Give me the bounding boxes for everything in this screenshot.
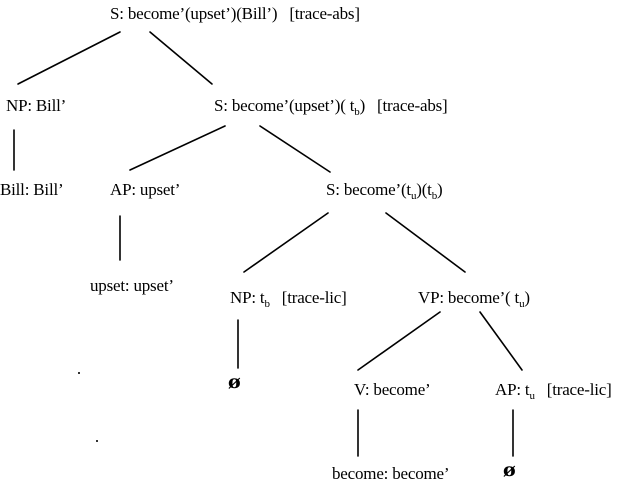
node-vp-close: ) (524, 288, 530, 307)
node-np-trace-tag: [trace-lic] (281, 288, 347, 307)
node-s2-sub-u: u (410, 190, 417, 202)
node-ap-upset: AP: upset’ (110, 180, 181, 199)
node-np-trace-label: NP: t (230, 288, 265, 307)
leaf-bill: Bill: Bill’ (0, 180, 64, 199)
leaf-become: become: become’ (332, 464, 450, 483)
node-s1-tag: [trace-abs] (377, 96, 448, 115)
node-s2-close: ) (437, 180, 443, 199)
node-ap-trace: AP: tu [trace-lic] (495, 380, 612, 402)
edge-vp-v (357, 311, 441, 371)
scan-speck (96, 440, 98, 442)
edge-s1-ap (129, 125, 226, 171)
leaf-upset: upset: upset’ (90, 276, 174, 295)
node-root-s: S: become’(upset’)(Bill’) [trace-abs] (110, 4, 360, 24)
edge-s1-s2 (259, 125, 331, 173)
node-s2-mid: )(t (416, 180, 432, 199)
edge-root-np (17, 31, 121, 85)
node-np-bill: NP: Bill’ (6, 96, 67, 115)
scan-speck (78, 372, 80, 374)
node-s-lower: S: become’(tu)(tb) (326, 180, 443, 202)
node-np-trace: NP: tb [trace-lic] (230, 288, 347, 310)
edge-root-s1 (149, 31, 213, 85)
edge-s2-np (243, 212, 329, 273)
node-np-trace-sub: b (264, 298, 270, 310)
edge-vp-ap (479, 311, 523, 371)
node-s2-label: S: become’(t (326, 180, 411, 199)
node-s-intermediate: S: become’(upset’)( tb) [trace-abs] (214, 96, 448, 118)
node-ap-trace-label: AP: t (495, 380, 530, 399)
node-s1-close: ) (359, 96, 366, 115)
node-root-tag: [trace-abs] (289, 4, 360, 23)
node-vp: VP: become’( tu) (418, 288, 530, 310)
node-s2-sub-b: b (431, 190, 438, 202)
node-vp-label: VP: become’( t (418, 288, 520, 307)
node-s1-sub: b (354, 106, 360, 118)
node-root-label: S: become’(upset’)(Bill’) (110, 4, 278, 23)
null-leaf-ap: ø (503, 459, 516, 481)
edge-s2-vp (385, 212, 466, 273)
node-ap-trace-sub: u (529, 390, 535, 402)
node-ap-trace-tag: [trace-lic] (546, 380, 612, 399)
node-vp-sub: u (519, 298, 525, 310)
node-v-become: V: become’ (354, 380, 431, 399)
node-s1-label: S: become’(upset’)( t (214, 96, 355, 115)
null-leaf-np: ø (228, 371, 241, 393)
